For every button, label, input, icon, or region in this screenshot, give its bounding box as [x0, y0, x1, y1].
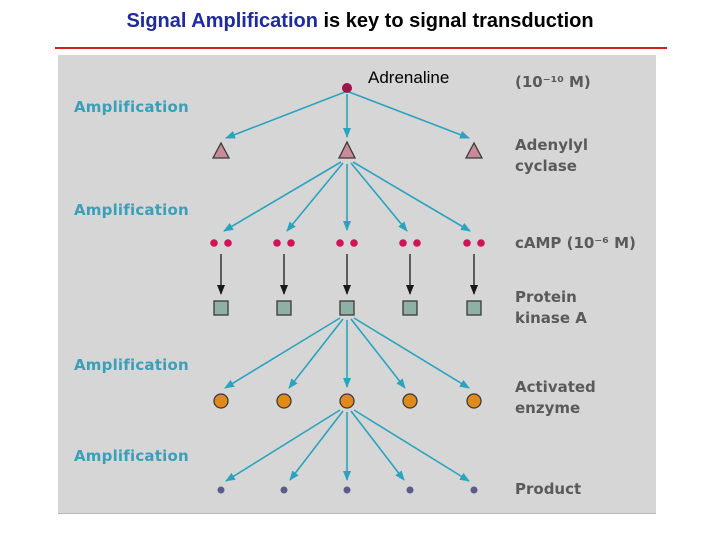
activated-enzyme-circle [339, 393, 355, 409]
title-underline [55, 47, 667, 49]
camp-dot [399, 239, 407, 247]
camp-label: cAMP (10⁻⁶ M) [515, 234, 636, 252]
activated-enzyme-label-line1: Activated [515, 378, 596, 396]
protein-kinase-a-square [466, 300, 482, 316]
adenylyl-cyclase-triangle [464, 141, 484, 159]
camp-dot [413, 239, 421, 247]
arrows-adrenaline-to-cyclase [225, 91, 470, 139]
camp-dot [463, 239, 471, 247]
camp-dot [273, 239, 281, 247]
amplification-label-1: Amplification [74, 98, 189, 116]
adenylyl-cyclase-label-line1: Adenylyl [515, 136, 589, 154]
activated-enzyme-circle [276, 393, 292, 409]
arrow [224, 317, 341, 389]
product-dot [470, 486, 478, 494]
protein-kinase-a-square [213, 300, 229, 316]
arrow [286, 162, 344, 232]
activated-enzyme-circle [466, 393, 482, 409]
product-label: Product [515, 480, 582, 498]
title-rest: is key to signal transduction [317, 10, 594, 32]
title-accent: Signal Amplification [126, 10, 318, 32]
camp-row [210, 239, 485, 247]
adrenaline-label: Adrenaline [368, 68, 450, 87]
protein-kinase-a-row [213, 300, 482, 316]
camp-dot [477, 239, 485, 247]
product-dot [406, 486, 414, 494]
arrows-pka-to-enzyme [224, 317, 470, 389]
amplification-label-4: Amplification [74, 447, 189, 465]
arrow [288, 318, 344, 389]
adenylyl-cyclase-triangle [337, 140, 357, 159]
protein-kinase-a-label: Protein kinase A [515, 287, 587, 329]
activated-enzyme-circle [402, 393, 418, 409]
protein-kinase-a-square [402, 300, 418, 316]
camp-dot [210, 239, 218, 247]
diagram-panel [58, 55, 656, 513]
adenylyl-cyclase-row [211, 140, 484, 159]
arrow [225, 409, 341, 482]
arrow [223, 161, 342, 232]
product-dot [217, 486, 225, 494]
protein-kinase-a-label-line2: kinase A [515, 309, 587, 327]
arrow [350, 318, 406, 389]
arrow [289, 410, 344, 481]
adenylyl-cyclase-triangle [211, 141, 231, 159]
activated-enzyme-row [213, 393, 482, 409]
arrows-camp-to-pka [217, 254, 478, 295]
adrenaline-molecule [342, 83, 352, 93]
product-dot [280, 486, 288, 494]
arrow [350, 410, 405, 481]
amplification-label-2: Amplification [74, 201, 189, 219]
adrenaline-concentration-label: (10⁻¹⁰ M) [515, 73, 591, 91]
arrow [353, 409, 470, 482]
product-row [217, 486, 478, 494]
arrow [353, 317, 470, 389]
adenylyl-cyclase-label-line2: cyclase [515, 157, 577, 175]
arrow [352, 161, 471, 232]
adenylyl-cyclase-label: Adenylyl cyclase [515, 135, 588, 177]
arrow [225, 91, 346, 139]
camp-dot [287, 239, 295, 247]
product-dot [343, 486, 351, 494]
arrows-enzyme-to-product [225, 409, 470, 482]
camp-dot [336, 239, 344, 247]
protein-kinase-a-square [276, 300, 292, 316]
amplification-label-3: Amplification [74, 356, 189, 374]
activated-enzyme-circle [213, 393, 229, 409]
arrow [350, 162, 408, 232]
activated-enzyme-label-line2: enzyme [515, 399, 581, 417]
protein-kinase-a-square [339, 300, 355, 316]
camp-dot [350, 239, 358, 247]
arrow [348, 91, 470, 139]
camp-dot [224, 239, 232, 247]
protein-kinase-a-label-line1: Protein [515, 288, 577, 306]
bottom-divider [58, 513, 656, 514]
arrows-cyclase-to-camp [223, 161, 471, 232]
slide-title: Signal Amplification is key to signal tr… [0, 10, 720, 33]
activated-enzyme-label: Activated enzyme [515, 377, 596, 419]
